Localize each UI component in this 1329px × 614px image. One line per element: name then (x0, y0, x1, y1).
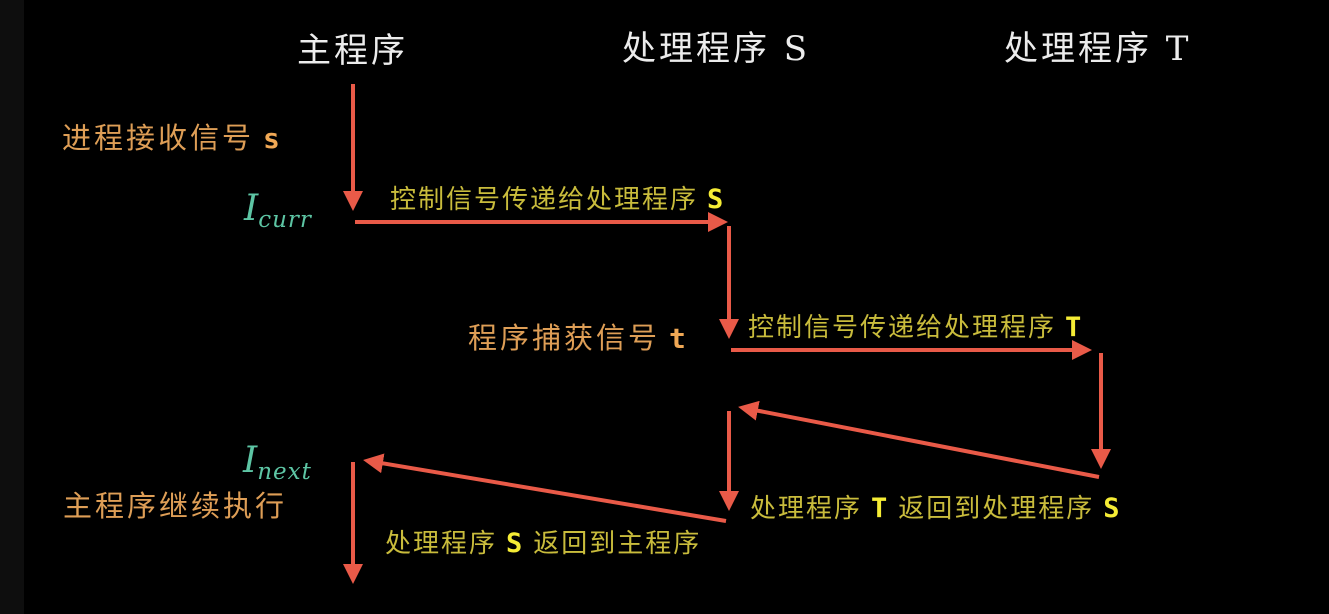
arrow-handler-s-return-to-main (363, 453, 727, 523)
left-edge-strip (0, 0, 24, 614)
label-pass-control-to-s: 控制信号传递给处理程序 S (390, 184, 725, 216)
label-pass-control-to-s-letter: S (707, 184, 726, 215)
label-s-returns-to-main-letter-s: S (506, 528, 525, 559)
label-s-returns-to-main: 处理程序 S 返回到主程序 (385, 528, 701, 560)
label-i-curr: Icurr (244, 188, 312, 233)
label-pass-control-to-t-text: 控制信号传递给处理程序 (748, 313, 1057, 343)
label-i-next: Inext (243, 440, 312, 485)
label-main-continues-text: 主程序继续执行 (63, 489, 288, 523)
i-curr-subscript: curr (258, 207, 312, 233)
label-t-returns-to-s-pre: 处理程序 (750, 494, 863, 524)
label-program-catches-signal-text: 程序捕获信号 (468, 321, 661, 355)
label-program-catches-signal-letter: t (669, 322, 689, 355)
label-t-returns-to-s-mid: 返回到处理程序 (898, 494, 1095, 524)
label-main-continues: 主程序继续执行 (63, 489, 288, 523)
label-process-receives-signal-text: 进程接收信号 (62, 121, 255, 155)
label-process-receives-signal-letter: s (263, 122, 283, 155)
label-t-returns-to-s: 处理程序 T 返回到处理程序 S (750, 493, 1122, 525)
arrow-handler-t-return-to-s (738, 400, 1100, 479)
i-next-base: I (243, 440, 258, 481)
label-pass-control-to-t: 控制信号传递给处理程序 T (748, 312, 1083, 344)
header-main-program: 主程序 (297, 31, 408, 71)
label-pass-control-to-s-text: 控制信号传递给处理程序 (390, 185, 699, 215)
header-handler-s: 处理程序 S (622, 29, 811, 69)
label-pass-control-to-t-letter: T (1065, 312, 1084, 343)
label-s-returns-to-main-pre: 处理程序 (385, 529, 498, 559)
label-t-returns-to-s-letter-t: T (871, 493, 890, 524)
label-s-returns-to-main-mid: 返回到主程序 (533, 529, 702, 559)
i-next-subscript: next (257, 459, 312, 485)
i-curr-base: I (244, 188, 259, 229)
label-t-returns-to-s-letter-s: S (1103, 493, 1122, 524)
header-handler-t: 处理程序 T (1004, 29, 1192, 69)
